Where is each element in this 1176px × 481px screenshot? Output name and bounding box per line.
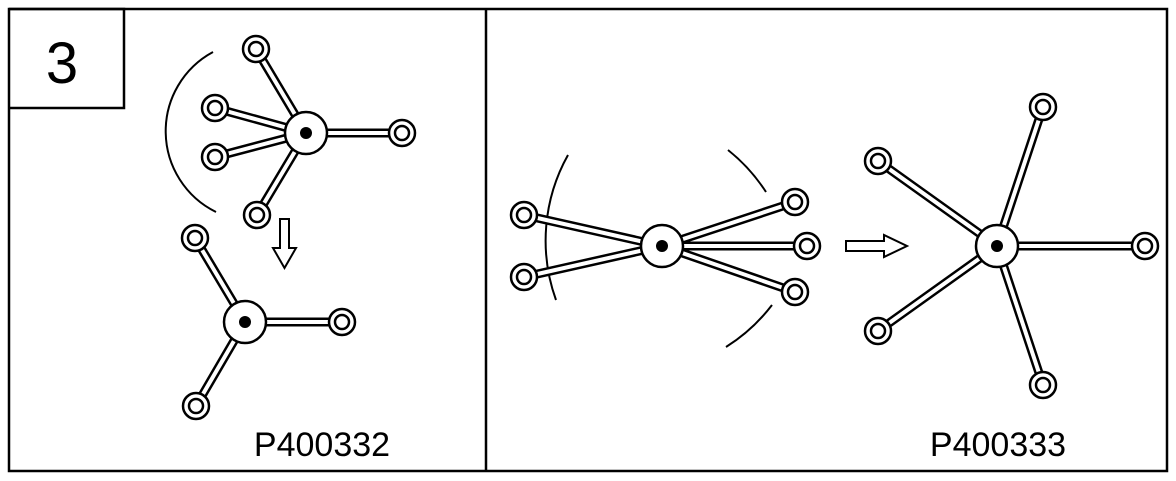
- rotation-arc-left: [544, 154, 569, 301]
- base-leg-4: [863, 242, 1000, 346]
- right-panel: P400333: [509, 92, 1160, 464]
- caster-ring-icon: [792, 231, 822, 261]
- base-leg-3: [660, 187, 810, 251]
- caster-ring-icon: [780, 277, 810, 307]
- step-number: 3: [46, 31, 78, 96]
- caster-ring-icon: [327, 307, 357, 337]
- base-leg-1: [992, 92, 1058, 248]
- caster-ring-icon: [387, 118, 417, 148]
- base-leg-5: [992, 244, 1058, 400]
- hub-icon: [974, 223, 1020, 269]
- folded-base-top: [164, 34, 417, 230]
- caster-ring-icon: [200, 93, 230, 123]
- caster-ring-icon: [1130, 231, 1160, 261]
- caster-ring-icon: [780, 187, 810, 217]
- caster-ring-icon: [1028, 92, 1058, 122]
- base-leg-5: [660, 241, 810, 307]
- base-leg-2: [509, 241, 663, 292]
- figure-frame: [7, 7, 1169, 473]
- base-leg-4: [662, 231, 822, 261]
- caster-ring-icon: [863, 146, 893, 176]
- base-leg-3: [997, 231, 1160, 261]
- spread-base-bottom: [180, 223, 357, 421]
- down-arrow: [271, 218, 298, 271]
- panel-code-right: P400333: [930, 426, 1066, 464]
- base-leg-2: [863, 146, 1000, 250]
- hub-icon: [639, 223, 685, 269]
- caster-ring-icon: [180, 223, 210, 253]
- caster-ring-icon: [509, 200, 539, 230]
- rotation-arc-right: [727, 149, 767, 193]
- left-panel: P400332: [164, 34, 417, 464]
- rotation-arc: [164, 51, 217, 213]
- caster-ring-icon: [181, 391, 211, 421]
- hub-icon: [283, 110, 329, 156]
- spread-base-side: [863, 92, 1160, 400]
- step-number-box: 3: [9, 7, 126, 110]
- caster-ring-icon: [863, 316, 893, 346]
- folded-base-side: [509, 149, 822, 348]
- caster-ring-icon: [242, 200, 272, 230]
- rotation-arc-right-lower: [725, 304, 773, 348]
- caster-ring-icon: [241, 34, 271, 64]
- caster-ring-icon: [200, 142, 230, 172]
- panel-code-left: P400332: [254, 426, 390, 464]
- hub-icon: [222, 299, 268, 345]
- caster-ring-icon: [509, 262, 539, 292]
- right-arrow: [845, 233, 910, 259]
- base-leg-1: [509, 200, 663, 251]
- caster-ring-icon: [1028, 370, 1058, 400]
